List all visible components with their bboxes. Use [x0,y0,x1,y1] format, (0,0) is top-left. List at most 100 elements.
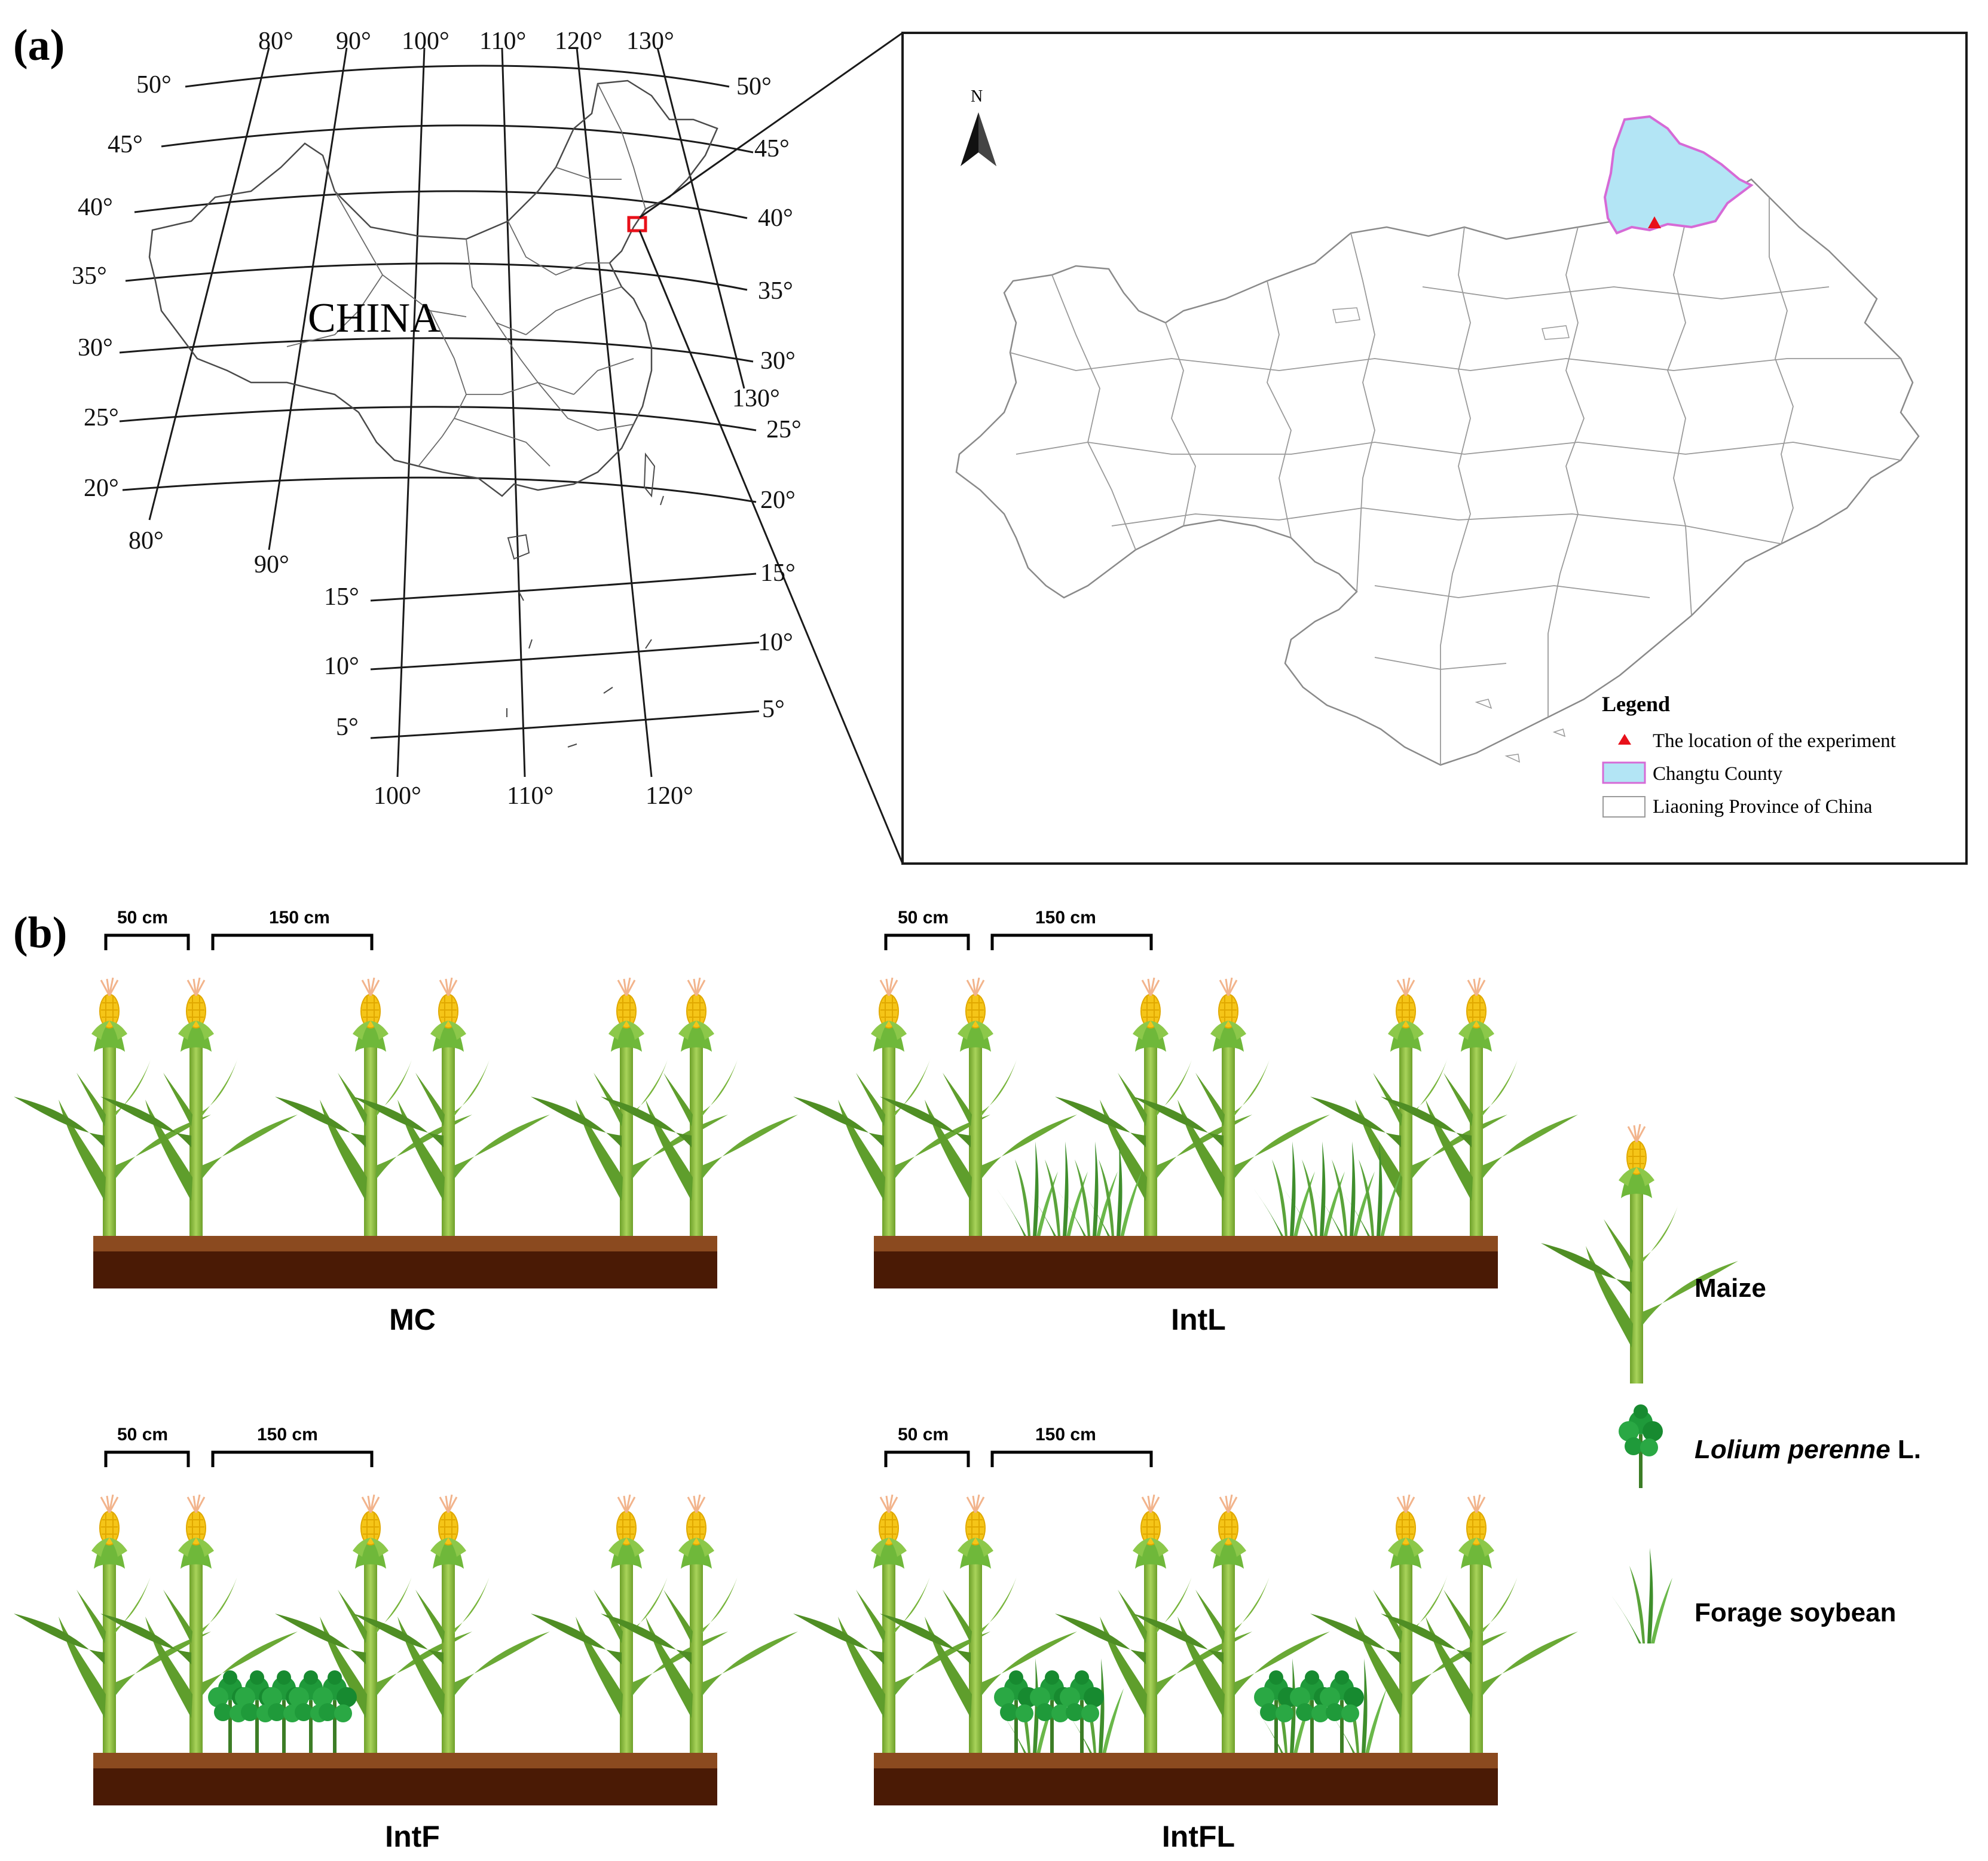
maize-plant [351,977,551,1238]
lat-label-right: 45° [754,135,790,163]
legend-outline-swatch [1602,796,1646,818]
legend-lolium-suffix: L. [1891,1435,1921,1464]
lat-label-left: 35° [72,262,107,290]
lon-label-bottom: 90° [254,551,289,578]
maize-plant [792,977,992,1238]
lat-label-right: 15° [760,559,796,587]
lat-label-left: 50° [136,71,172,99]
legend-fill-swatch [1602,761,1646,784]
lon-label-top: 100° [402,27,449,55]
scenario-intfl: 50 cm 150 cm IntFL [792,1425,1579,1853]
scale-label-50: 50 cm [898,1425,949,1444]
lat-label-right: 5° [762,696,785,723]
maize-plant [351,1493,551,1755]
scale-label-50: 50 cm [898,908,949,928]
north-arrow-icon [961,112,996,166]
maize-icon [1540,1123,1739,1385]
soil-bed [874,1236,1498,1288]
maize-plant [13,1493,212,1755]
lat-label-right: 35° [758,277,793,305]
lat-label-left: 25° [84,404,119,431]
china-map [119,32,904,864]
experiment-location-marker [1648,216,1661,228]
scenario-mc: 50 cm 150 cm MC [13,908,799,1336]
scenario-label: MC [389,1303,436,1336]
scale-bar-150 [990,1450,1153,1467]
inset-legend: Legend The location of the experiment Ch… [1602,692,1896,818]
plant-legend: Maize Lolium perenne L. Forage soybean [1540,1123,1921,1643]
scale-label-50: 50 cm [117,1425,168,1444]
inset-map: N [901,32,1968,865]
scale-label-150: 150 cm [1035,908,1096,928]
scale-bar-50 [104,1450,190,1467]
panel-a-label: (a) [13,21,65,70]
scale-bar-50 [884,1450,970,1467]
lon-label-top: 110° [479,27,526,55]
changtu-county [1603,115,1754,235]
lon-label-top: 90° [336,27,371,55]
scale-bar-150 [211,1450,374,1467]
lat-label-left: 45° [108,131,143,158]
scale-label-150: 150 cm [257,1425,318,1444]
scenario-intl: 50 cm 150 cm IntL [792,908,1579,1336]
grass-plant [1341,1141,1402,1237]
lat-label-right: 10° [758,629,793,656]
lon-label-top: 130° [626,27,674,55]
scenario-intf: 50 cm 150 cm IntF [13,1425,799,1853]
soil-bed [874,1753,1498,1805]
lon-label-top: 80° [258,27,293,55]
lon-label-bottom: 80° [129,527,164,555]
scale-bar-50 [884,933,970,950]
study-area-marker [627,216,647,232]
lat-label-left: 20° [84,475,119,502]
maize-plant [792,1493,992,1755]
grass-icon [1611,1548,1672,1643]
maize-plant [99,977,299,1238]
legend-soybean-label: Forage soybean [1695,1598,1896,1627]
legend-item-label: Changtu County [1653,763,1783,785]
maize-plant [13,977,212,1238]
scale-label-50: 50 cm [117,908,168,928]
lon-label-bottom: 130° [732,385,780,412]
bush-icon [1619,1404,1663,1488]
lat-label-right: 30° [760,347,796,375]
scale-bar-50 [104,933,190,950]
scale-label-150: 150 cm [269,908,330,928]
scale-bar-150 [990,933,1153,950]
maize-plant [1131,977,1331,1238]
lon-label-bottom: 100° [374,782,421,810]
scale-label-150: 150 cm [1035,1425,1096,1444]
scenario-label: IntFL [1162,1820,1235,1853]
scale-bar-150 [211,933,374,950]
country-label: CHINA [308,295,441,341]
north-label: N [971,87,983,106]
liaoning-outline [955,178,1920,766]
lat-label-lower-left: 5° [336,714,359,741]
lat-label-right: 40° [758,204,793,232]
lon-label-top: 120° [555,27,602,55]
lat-label-right: 25° [766,416,802,443]
lon-label-bottom: 110° [507,782,553,810]
lat-label-right: 20° [760,486,796,514]
lat-label-right: 50° [736,73,772,100]
bush-plant [994,1670,1038,1754]
grass-plant [997,1141,1058,1237]
soil-bed [93,1753,717,1805]
bush-plant [1060,1670,1104,1754]
lat-label-left: 40° [78,194,113,221]
lat-label-left: 30° [78,334,113,362]
lat-label-lower-left: 10° [324,653,359,680]
legend-lolium-italic: Lolium perenne [1695,1435,1891,1464]
scenario-label: IntF [385,1820,440,1853]
grass-plant [1254,1141,1315,1237]
legend-maize-label: Maize [1695,1274,1766,1303]
lat-label-lower-left: 15° [324,583,359,611]
soil-bed [93,1236,717,1288]
lon-label-bottom: 120° [646,782,693,810]
panel-b-label: (b) [13,908,67,957]
legend-item-label: Liaoning Province of China [1653,796,1873,818]
legend-item-label: The location of the experiment [1653,730,1896,752]
legend-triangle-icon [1618,734,1631,745]
legend-lolium-label: Lolium perenne L. [1695,1435,1921,1464]
